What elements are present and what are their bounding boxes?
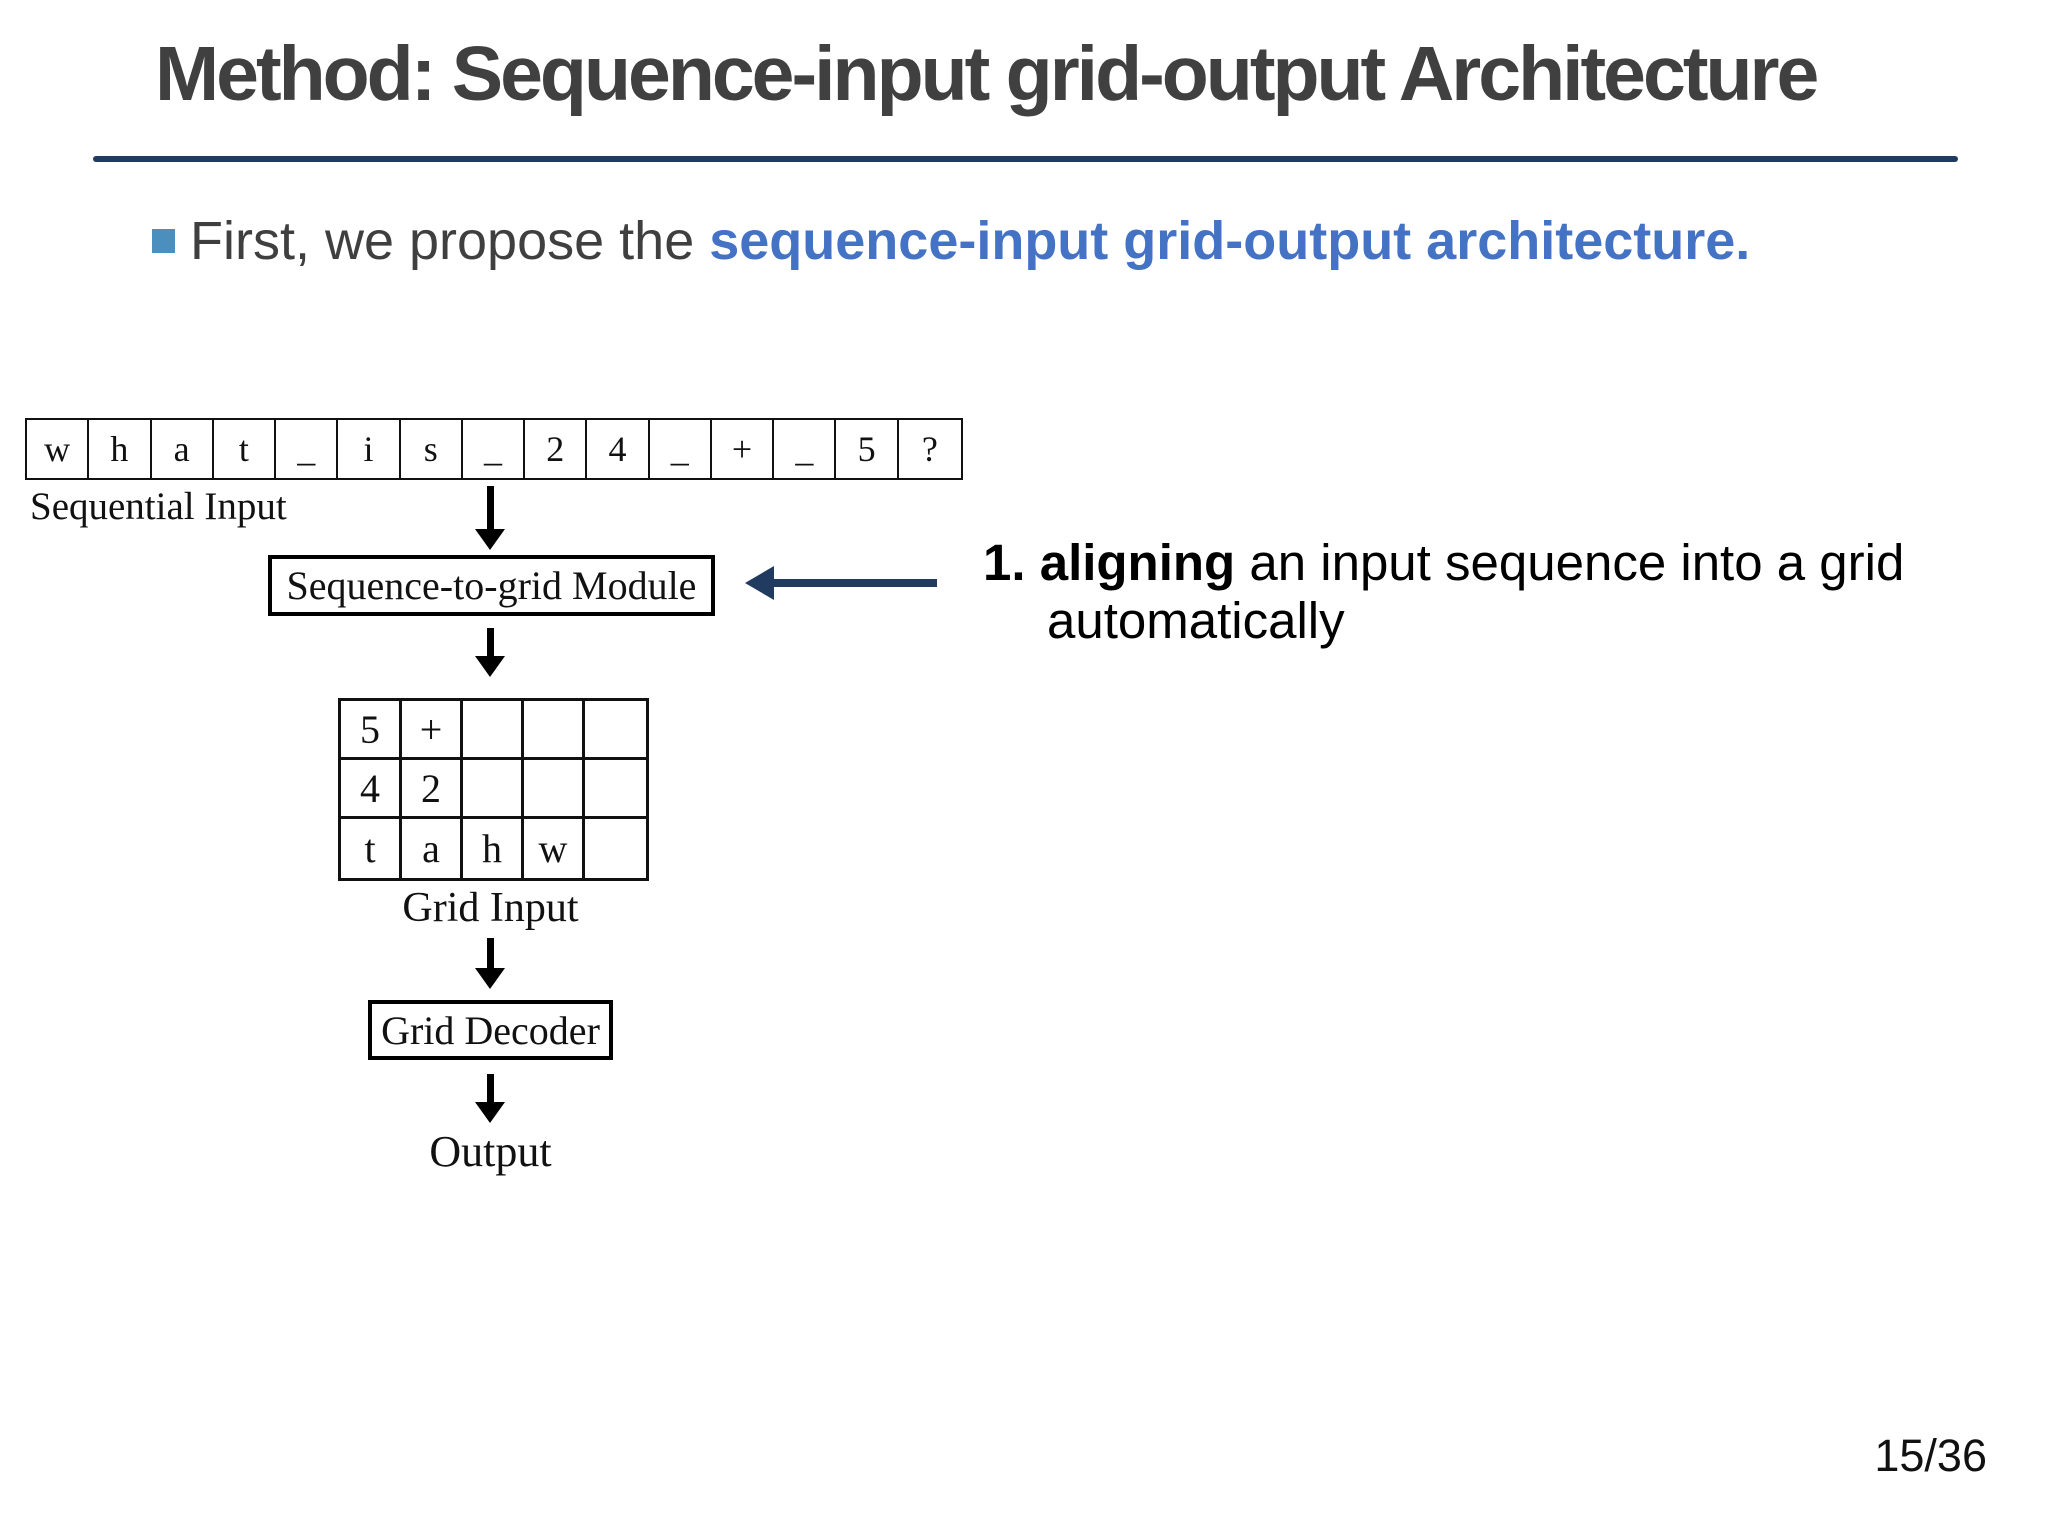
left-arrow-icon bbox=[745, 566, 937, 600]
page-number: 15/36 bbox=[1874, 1430, 1987, 1481]
grid-decoder-box: Grid Decoder bbox=[368, 1000, 613, 1060]
grid-cell: t bbox=[341, 819, 402, 878]
grid-input-label: Grid Input bbox=[402, 885, 579, 931]
grid-cell: 4 bbox=[341, 760, 402, 819]
down-arrow-icon bbox=[474, 486, 506, 550]
sequence-cell: 2 bbox=[525, 420, 588, 478]
grid-cell bbox=[463, 760, 524, 819]
output-label: Output bbox=[429, 1127, 552, 1176]
down-arrow-icon bbox=[474, 628, 506, 677]
grid-cell bbox=[585, 760, 646, 819]
grid-cell bbox=[463, 701, 524, 760]
sequential-input-row: w h a t _ i s _ 2 4 _ + _ 5 ? bbox=[25, 418, 963, 480]
arrow-stem bbox=[486, 486, 494, 529]
arrow-stem bbox=[486, 938, 494, 968]
sequence-cell: 5 bbox=[836, 420, 899, 478]
arrow-head bbox=[745, 566, 774, 600]
down-arrow-icon bbox=[474, 938, 506, 989]
title-divider bbox=[93, 156, 1958, 162]
grid-cell: + bbox=[402, 701, 463, 760]
arrow-head bbox=[475, 1102, 505, 1123]
arrow-head bbox=[475, 968, 505, 989]
sequence-cell: t bbox=[214, 420, 277, 478]
annotation-line2: automatically bbox=[1047, 592, 1345, 649]
grid-cell: 5 bbox=[341, 701, 402, 760]
bullet-sentence-highlight: sequence-input grid-output architecture. bbox=[709, 211, 1751, 271]
grid-cell: h bbox=[463, 819, 524, 878]
sequence-cell: ? bbox=[921, 429, 938, 469]
bullet-sentence-prefix: First, we propose the bbox=[190, 211, 710, 271]
grid-input-table: 5 + 4 2 t a h w bbox=[338, 698, 649, 881]
grid-cell bbox=[585, 701, 646, 760]
sequence-cell: + bbox=[712, 420, 775, 478]
sequence-cell: _ bbox=[650, 420, 712, 478]
sequence-cell: _ bbox=[463, 420, 526, 478]
grid-cell bbox=[524, 701, 585, 760]
sequence-cell: 4 bbox=[587, 420, 650, 478]
sequence-cell: i bbox=[338, 420, 401, 478]
bullet-square-icon bbox=[152, 229, 175, 253]
sequence-to-grid-module-box: Sequence-to-grid Module bbox=[268, 555, 715, 616]
annotation-rest: an input sequence into a grid bbox=[1235, 534, 1905, 591]
sequence-cell: w bbox=[27, 420, 90, 478]
aligning-annotation: 1. aligning an input sequence into a gri… bbox=[983, 534, 1904, 650]
grid-cell bbox=[524, 760, 585, 819]
sequence-cell: a bbox=[152, 420, 214, 478]
arrow-stem bbox=[774, 579, 937, 587]
arrow-stem bbox=[486, 628, 494, 656]
bullet-sentence: First, we propose the sequence-input gri… bbox=[190, 210, 1750, 272]
grid-cell: a bbox=[402, 819, 463, 878]
down-arrow-icon bbox=[474, 1074, 506, 1123]
annotation-bold: 1. aligning bbox=[983, 534, 1236, 591]
grid-cell: w bbox=[524, 819, 585, 878]
grid-cell: 2 bbox=[402, 760, 463, 819]
sequence-cell: _ bbox=[276, 420, 339, 478]
page-title: Method: Sequence-input grid-output Archi… bbox=[155, 31, 1819, 117]
grid-cell bbox=[585, 819, 646, 878]
arrow-stem bbox=[486, 1074, 494, 1102]
sequence-cell: _ bbox=[774, 420, 837, 478]
arrow-head bbox=[475, 529, 505, 550]
sequence-cell: s bbox=[401, 420, 463, 478]
sequence-cell: h bbox=[89, 420, 152, 478]
arrow-head bbox=[475, 656, 505, 677]
sequential-input-label: Sequential Input bbox=[30, 485, 287, 528]
